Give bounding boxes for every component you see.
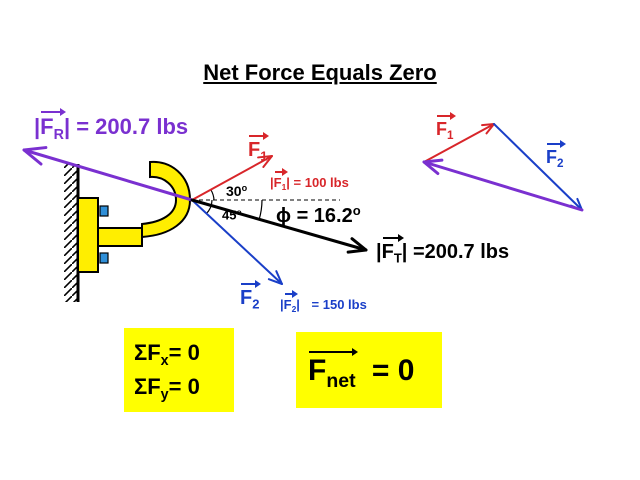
t-fr-head [422,158,444,176]
phi-angle-label: ϕ = 16.2o [276,203,361,228]
wall-hook [77,160,192,273]
triangle-force2-label: F2 [546,140,565,171]
v-fr-head [22,146,48,166]
page-title: Net Force Equals Zero [203,60,437,85]
triangle-force1-arrow [423,123,495,163]
angle-arc-30 [210,189,215,201]
bolt-bottom [99,252,109,264]
angle-arc-phi [258,199,263,221]
v-ft-shaft [190,198,368,252]
total-force-arrow [190,198,368,254]
force2-arrow [191,199,283,285]
bolt-top [99,205,109,217]
force2-magnitude: |F2| = 150 lbs [280,289,367,314]
force1-label: F1 [248,132,270,164]
resultant-force-label: |FR| = 200.7 lbs [34,107,189,143]
sum-forces-box [124,328,234,412]
total-force-label: |FT| =200.7 lbs [376,234,510,266]
net-force-equation: Fnet = 0 [308,347,415,392]
force1-arrow [191,155,273,201]
angle-30-label: 30o [226,183,248,199]
v-fr-shaft [22,148,194,202]
sum-fy-equation: ΣFy= 0 [134,374,200,403]
v-f1-head [257,155,273,168]
v-ft-head [346,237,368,254]
force2-label: F2 [240,280,262,312]
triangle-force1-label: F1 [436,112,455,143]
resultant-force-value: = 200.7 lbs [76,114,189,139]
angle-45-label: 45o [222,207,242,223]
resultant-vector-symbol: FR [40,107,66,143]
force1-magnitude: |F1| = 100 lbs [270,167,349,192]
v-f2-shaft [191,199,283,285]
wall [64,164,80,302]
resultant-force-arrow [22,146,194,202]
sum-fx-equation: ΣFx= 0 [134,340,200,369]
net-force-box [296,332,442,408]
t-f1-shaft [423,123,495,163]
t-fr-shaft [422,160,584,212]
v-f1-shaft [191,155,273,201]
v-f2-head [267,270,283,285]
t-f2-shaft [493,123,583,211]
triangle-resultant-arrow [422,158,584,212]
